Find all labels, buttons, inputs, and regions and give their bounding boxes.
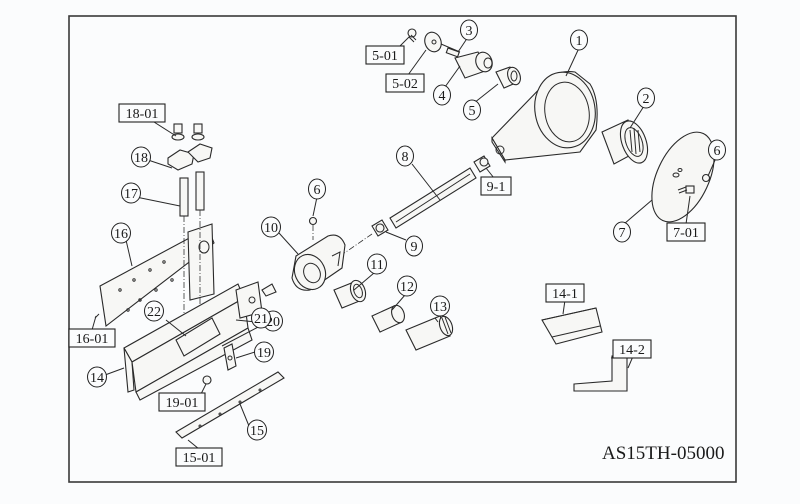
callout-number: 6 [714, 144, 721, 159]
callout-circle-4: 4 [433, 84, 451, 106]
callout-code: 18-01 [126, 107, 159, 122]
callout-number: 9 [411, 240, 418, 255]
callout-number: 18 [134, 151, 148, 166]
callout-circle-8: 8 [396, 145, 414, 167]
callout-number: 13 [433, 300, 447, 315]
callout-circle-9: 9 [405, 235, 423, 257]
callout-number: 12 [400, 280, 414, 295]
part-15-strip [175, 371, 285, 439]
callout-box-18-01: 18-01 [118, 103, 166, 123]
callout-circle-3: 3 [460, 19, 478, 41]
callout-circle-21: 21 [251, 307, 271, 329]
callout-number: 7 [619, 226, 626, 241]
callout-circle-6b: 6 [308, 178, 326, 200]
callout-circle-18: 18 [131, 146, 151, 168]
callout-number: 21 [254, 312, 268, 327]
callout-labels: 1234566789101112131415161718192021225-01… [68, 19, 726, 467]
callout-code: 16-01 [76, 332, 109, 347]
callout-circle-14: 14 [87, 366, 107, 388]
callout-code: 15-01 [183, 451, 216, 466]
callout-code: 19-01 [166, 396, 199, 411]
callout-number: 11 [370, 258, 383, 273]
parts-11-12-13-pin-set [333, 279, 454, 351]
callout-circle-1: 1 [570, 29, 588, 51]
callout-circle-15: 15 [247, 419, 267, 441]
callout-number: 17 [124, 187, 138, 202]
callout-number: 22 [147, 305, 161, 320]
callout-circle-10: 10 [261, 216, 281, 238]
callout-code: 9-1 [487, 180, 506, 195]
callout-box-9-1: 9-1 [480, 176, 512, 196]
callout-circle-22: 22 [144, 300, 164, 322]
callout-number: 3 [466, 24, 473, 39]
callout-box-5-02: 5-02 [385, 73, 425, 93]
callout-code: 5-01 [372, 49, 398, 64]
callout-box-5-01: 5-01 [365, 45, 405, 65]
callout-number: 8 [402, 150, 409, 165]
part-19-block [202, 343, 237, 385]
callout-circle-7: 7 [613, 221, 631, 243]
callout-code: 14-2 [619, 343, 645, 358]
callout-box-19-01: 19-01 [158, 392, 206, 412]
drawing-frame [68, 15, 737, 483]
drawing-code: AS15TH-05000 [602, 443, 724, 464]
callout-number: 4 [439, 89, 446, 104]
part-14-2-bracket [573, 354, 628, 392]
leader-lines [91, 35, 717, 450]
callout-box-7-01: 7-01 [666, 222, 706, 242]
callout-circle-5: 5 [463, 99, 481, 121]
callout-box-14-1: 14-1 [545, 283, 585, 303]
callout-circle-11: 11 [367, 253, 387, 275]
callout-box-14-2: 14-2 [612, 339, 652, 359]
part-16-plate [94, 223, 215, 328]
part-10-link [291, 216, 346, 291]
callout-number: 15 [250, 424, 264, 439]
part-2-bearing [601, 119, 649, 165]
part-1-housing [491, 71, 598, 164]
callout-code: 5-02 [392, 77, 418, 92]
callout-circle-2: 2 [637, 87, 655, 109]
callout-circle-17: 17 [121, 182, 141, 204]
callout-number: 16 [114, 227, 128, 242]
callout-number: 5 [469, 104, 476, 119]
callout-circle-19: 19 [254, 341, 274, 363]
callout-box-15-01: 15-01 [175, 447, 223, 467]
callout-code: 14-1 [552, 287, 578, 302]
callout-number: 10 [264, 221, 278, 236]
callout-number: 6 [314, 183, 321, 198]
callout-code: 7-01 [673, 226, 699, 241]
parts-17-18-clamp [167, 123, 213, 330]
callout-number: 2 [643, 92, 650, 107]
callout-circle-13: 13 [430, 295, 450, 317]
parts-3-4-5-shaft-assembly [407, 28, 521, 89]
part-14-1-rail [541, 307, 603, 345]
callout-circle-6a: 6 [708, 139, 726, 161]
part-7-cover-plate [651, 131, 715, 223]
callout-number: 14 [90, 371, 104, 386]
callout-circle-12: 12 [397, 275, 417, 297]
callout-number: 1 [576, 34, 583, 49]
callout-circle-16: 16 [111, 222, 131, 244]
callout-box-16-01: 16-01 [68, 328, 116, 348]
callout-number: 19 [257, 346, 271, 361]
